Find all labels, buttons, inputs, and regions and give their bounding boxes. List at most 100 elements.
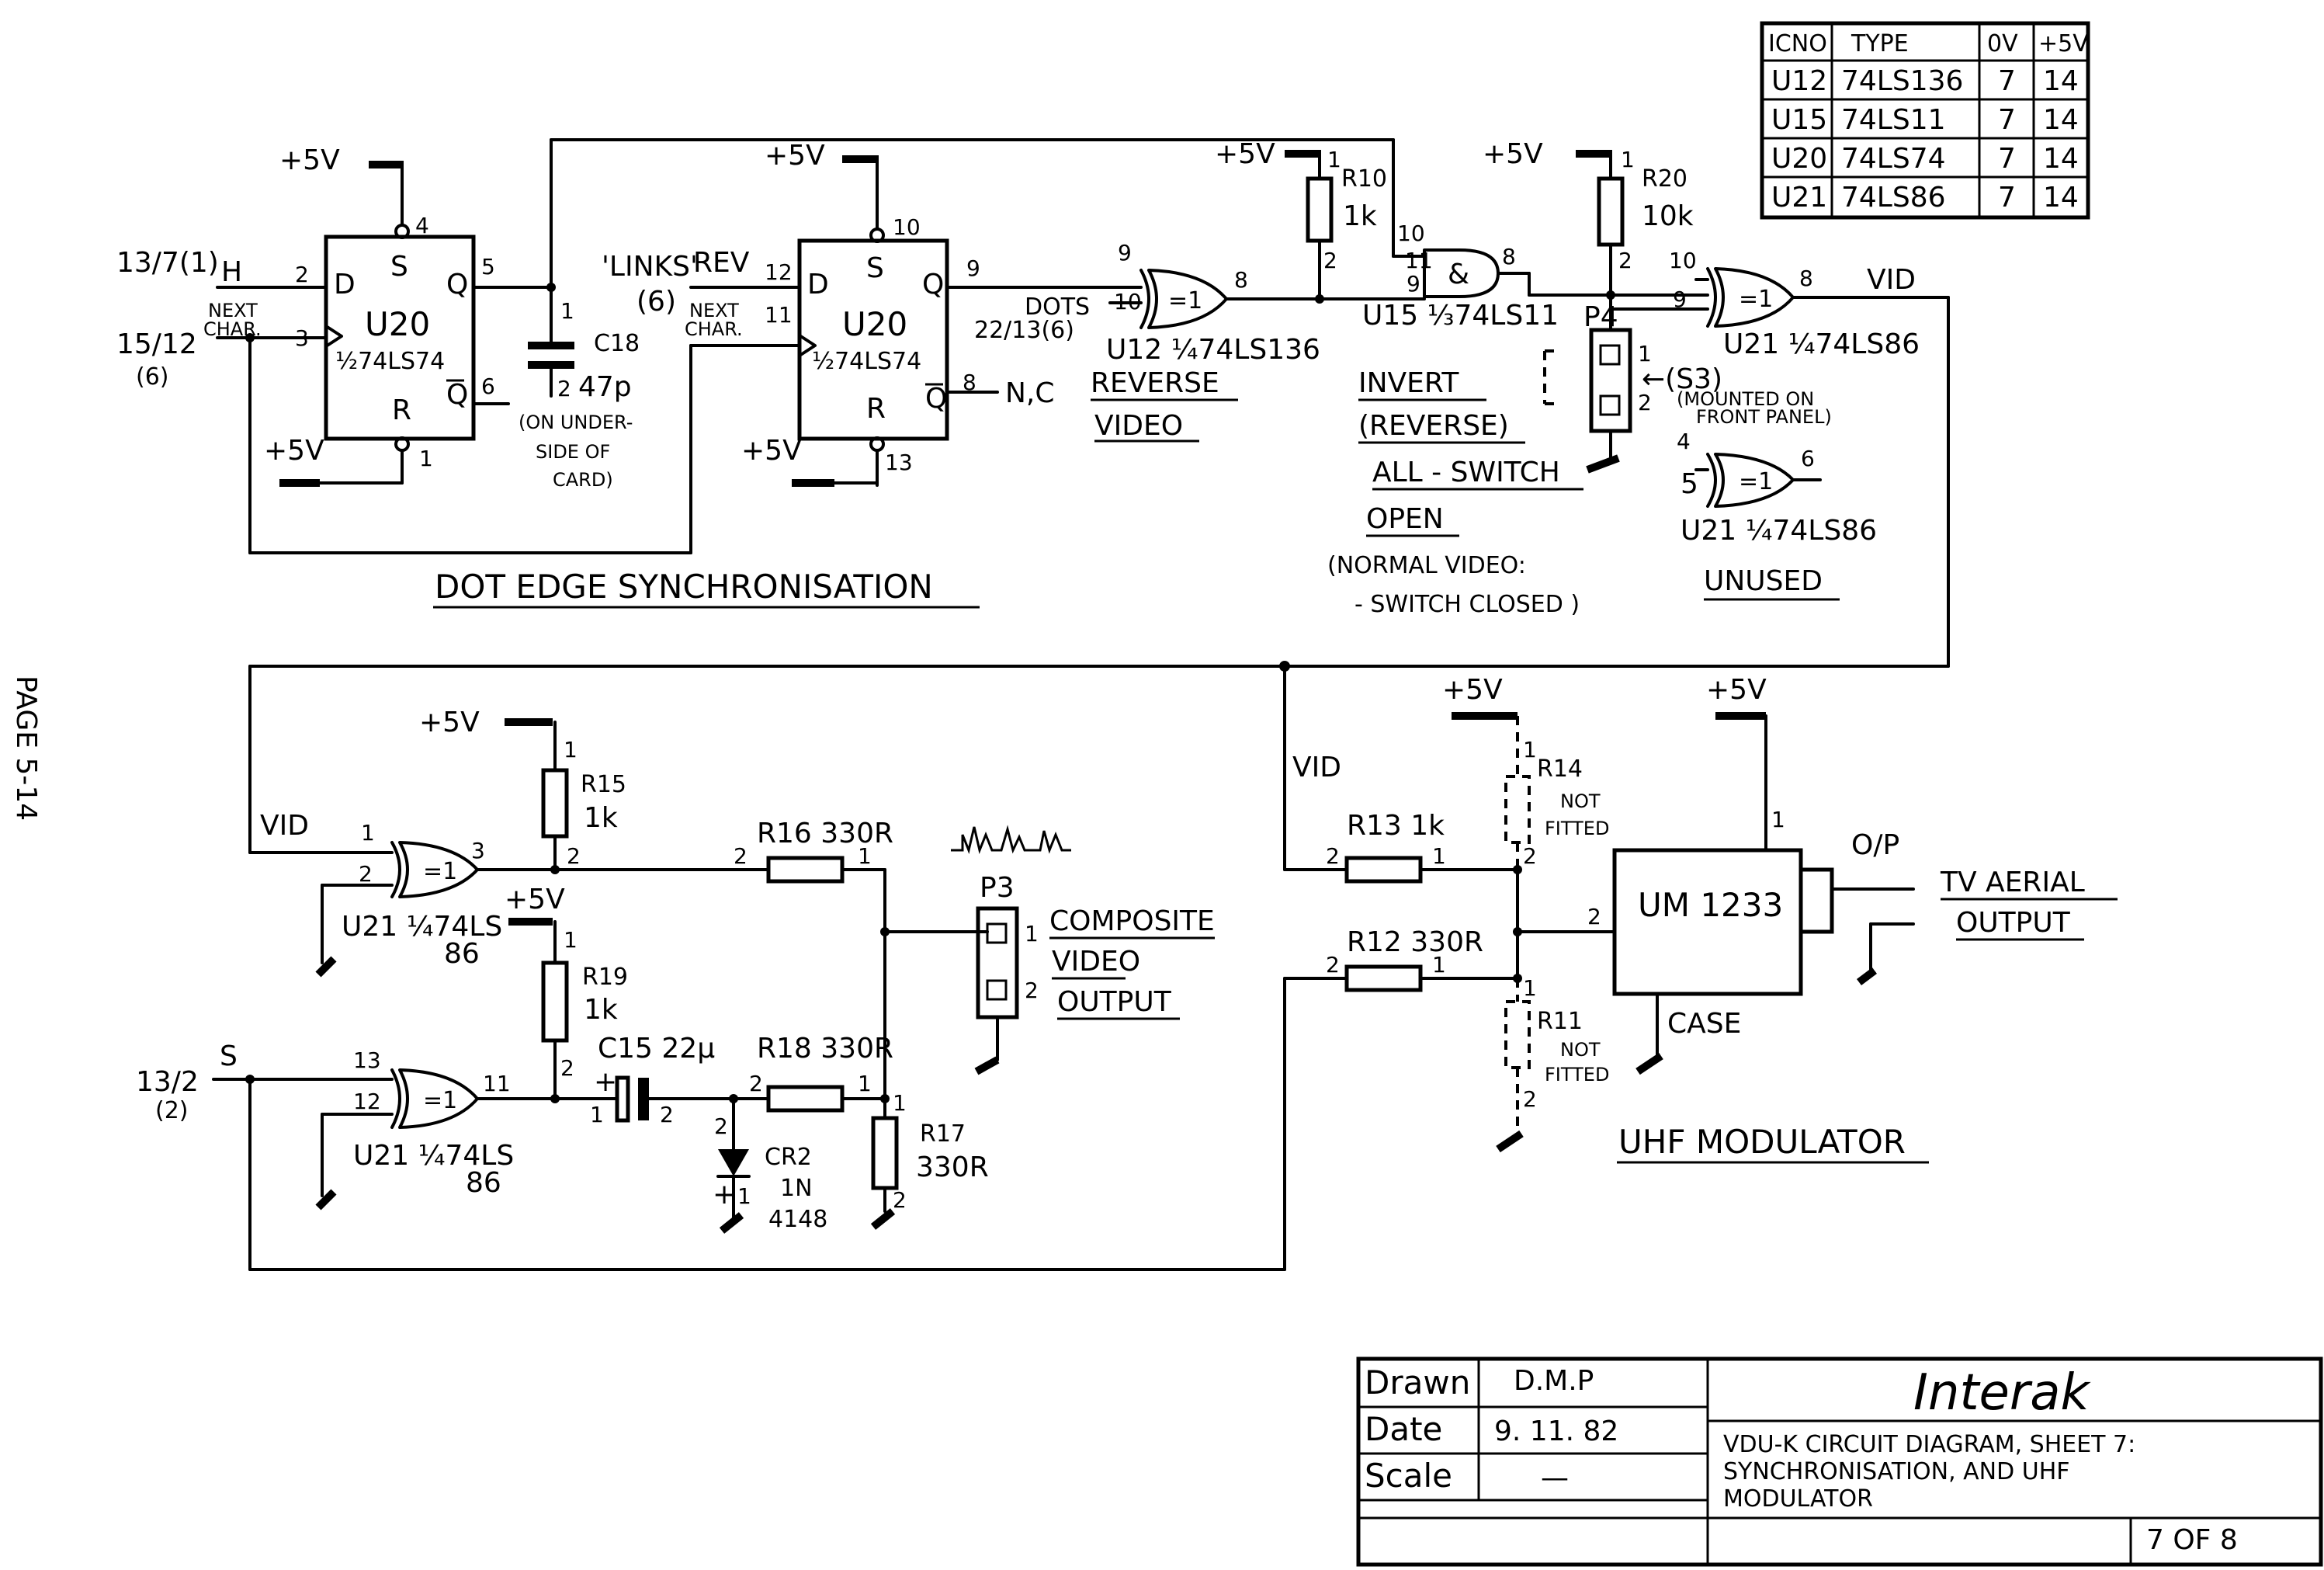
schematic-label: +5V bbox=[1706, 674, 1767, 706]
schematic-label: 9 bbox=[1118, 240, 1132, 266]
schematic-label: R bbox=[866, 393, 886, 425]
u21-xor-gate-top: =1 bbox=[1706, 267, 1795, 328]
schematic-label: R16 330R bbox=[757, 818, 893, 849]
schematic-label: 86 bbox=[466, 1167, 501, 1199]
schematic-label: Q bbox=[925, 383, 947, 415]
schematic-label: 1 bbox=[1432, 952, 1446, 978]
schematic-label: P4 bbox=[1583, 301, 1618, 333]
schematic-label: 4 bbox=[1677, 429, 1691, 454]
u15-and-gate: & bbox=[1423, 248, 1500, 298]
u21-xor-gate-unused: =1 bbox=[1706, 453, 1795, 508]
schematic-label: 1 bbox=[1638, 341, 1652, 366]
schematic-label: UM 1233 bbox=[1638, 886, 1783, 924]
schematic-label: 10k bbox=[1642, 200, 1694, 232]
schematic-label: 9. 11. 82 bbox=[1494, 1415, 1618, 1447]
schematic-label: 6 bbox=[1801, 446, 1815, 471]
schematic-label: R14 bbox=[1537, 755, 1583, 783]
schematic-label: Q bbox=[446, 379, 468, 411]
table-cell: 7 bbox=[1998, 182, 2016, 214]
schematic-label: DOTS bbox=[1025, 294, 1090, 321]
schematic-label: +5V bbox=[264, 435, 324, 467]
schematic-label: C18 bbox=[594, 330, 640, 357]
schematic-label: (REVERSE) bbox=[1358, 410, 1509, 442]
schematic-label: REVERSE bbox=[1091, 367, 1219, 399]
schematic-label: 1 bbox=[564, 927, 578, 953]
schematic-label: VID bbox=[260, 810, 309, 842]
schematic-label: (2) bbox=[155, 1097, 189, 1124]
schematic-label: 86 bbox=[444, 938, 480, 970]
schematic-label: 4 bbox=[415, 213, 429, 238]
schematic-label: U21 ¼74LS86 bbox=[1723, 328, 1920, 360]
schematic-label: OUTPUT bbox=[1057, 986, 1172, 1018]
schematic-label: (NORMAL VIDEO: bbox=[1327, 552, 1526, 579]
schematic-label: 10 bbox=[1397, 221, 1425, 246]
schematic-label: 1 bbox=[1432, 843, 1446, 869]
schematic-label: NOT bbox=[1560, 790, 1601, 812]
table-header: 0V bbox=[1987, 30, 2018, 57]
schematic-label: 1 bbox=[858, 843, 872, 869]
table-cell: 74LS74 bbox=[1841, 143, 1946, 175]
schematic-label: + bbox=[594, 1066, 617, 1098]
schematic-label: COMPOSITE bbox=[1049, 905, 1215, 937]
schematic-label: =1 bbox=[423, 858, 457, 885]
schematic-label: =1 bbox=[1739, 286, 1773, 313]
schematic-label: 2 bbox=[734, 843, 747, 869]
schematic-label: 2 bbox=[1326, 843, 1340, 869]
schematic-label: +5V bbox=[1215, 138, 1275, 170]
schematic-label: 2 bbox=[660, 1102, 674, 1127]
schematic-label: 7 OF 8 bbox=[2146, 1524, 2238, 1556]
schematic-label: SIDE OF bbox=[536, 441, 610, 463]
table-cell: 14 bbox=[2043, 143, 2079, 175]
schematic-label: 2 bbox=[749, 1071, 763, 1096]
schematic-label: VIDEO bbox=[1094, 410, 1183, 442]
schematic-label: 12 bbox=[353, 1089, 381, 1114]
schematic-label: 2 bbox=[1025, 978, 1039, 1003]
schematic-label: 2 bbox=[1618, 248, 1632, 273]
schematic-label: NOT bbox=[1560, 1039, 1601, 1061]
schematic-label: 9 bbox=[1673, 287, 1687, 312]
schematic-label: U15 ⅓74LS11 bbox=[1362, 300, 1559, 332]
schematic-label: FITTED bbox=[1545, 1064, 1609, 1085]
schematic-label: 1 bbox=[419, 446, 433, 471]
schematic-label: +5V bbox=[765, 140, 825, 172]
schematic-label: — bbox=[1541, 1462, 1569, 1494]
schematic-label: 1 bbox=[1523, 737, 1537, 762]
schematic-label: ½74LS74 bbox=[812, 348, 921, 375]
schematic-label: N,C bbox=[1005, 377, 1055, 409]
schematic-label: +5V bbox=[505, 884, 565, 915]
table-cell: 74LS136 bbox=[1841, 65, 1963, 97]
schematic-label: 13/2 bbox=[136, 1066, 199, 1098]
schematic-label: TV AERIAL bbox=[1940, 867, 2085, 898]
table-cell: 7 bbox=[1998, 104, 2016, 136]
table-cell: 7 bbox=[1998, 143, 2016, 175]
schematic-label: U20 bbox=[842, 305, 907, 343]
schematic-label: 8 bbox=[1234, 267, 1248, 293]
schematic-label: 5 bbox=[1681, 468, 1698, 500]
schematic-label: 1k bbox=[584, 994, 618, 1026]
schematic-label: U21 ¼74LS86 bbox=[1681, 515, 1877, 547]
schematic-label: 15/12 bbox=[116, 328, 197, 360]
schematic-label: VDU-K CIRCUIT DIAGRAM, SHEET 7: bbox=[1723, 1431, 2135, 1458]
schematic-label: Q bbox=[922, 269, 944, 300]
title-block: Drawn D.M.P Date 9. 11. 82 Scale — Inter… bbox=[1356, 1356, 2323, 1567]
schematic-label: 10 bbox=[893, 214, 921, 240]
schematic-label: VID bbox=[1292, 752, 1341, 783]
schematic-label: U21 ¼74LS bbox=[353, 1140, 514, 1172]
schematic-label: 1 bbox=[1771, 807, 1785, 832]
schematic-label: Q bbox=[446, 269, 468, 300]
schematic-label: =1 bbox=[1168, 287, 1202, 314]
schematic-label: 5 bbox=[481, 254, 495, 280]
schematic-label: CHAR. bbox=[203, 318, 262, 340]
schematic-label: 10 bbox=[1669, 248, 1697, 273]
schematic-label: ½74LS74 bbox=[335, 348, 445, 375]
schematic-label: Drawn bbox=[1365, 1363, 1470, 1402]
schematic-label: 13 bbox=[885, 450, 913, 475]
schematic-label: VIDEO bbox=[1052, 946, 1140, 978]
schematic-label: P3 bbox=[980, 872, 1015, 904]
schematic-label: 4148 bbox=[768, 1206, 827, 1233]
schematic-label: 8 bbox=[1502, 244, 1516, 269]
schematic-label: 2 bbox=[295, 262, 309, 287]
schematic-label: ALL - SWITCH bbox=[1372, 457, 1560, 488]
schematic-label: 1 bbox=[858, 1071, 872, 1096]
schematic-label: 2 bbox=[567, 843, 581, 869]
